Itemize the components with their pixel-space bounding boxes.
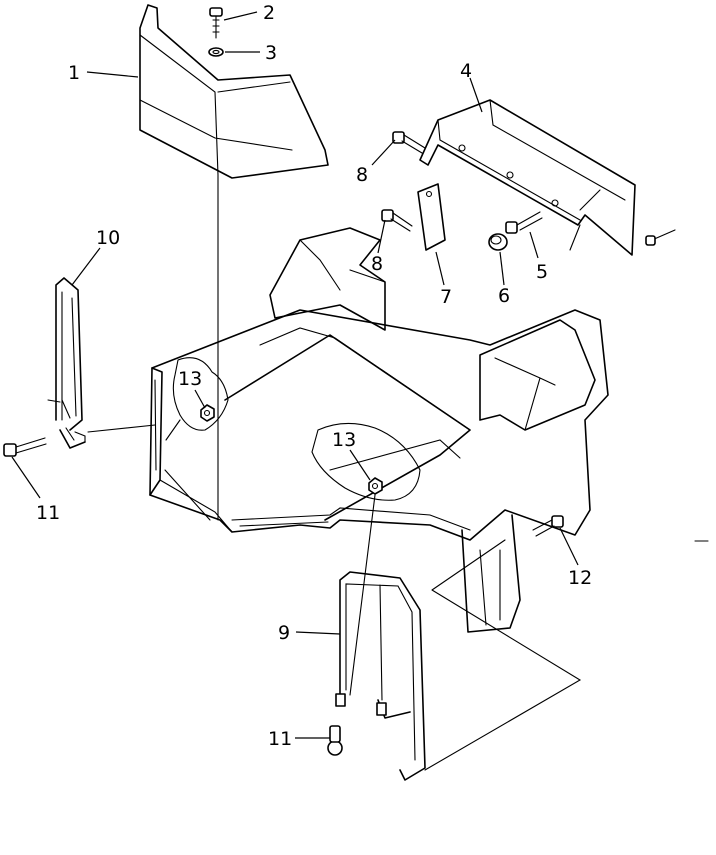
part-9-handrail-front xyxy=(335,571,426,781)
callout-8-upper: 8 xyxy=(356,164,368,186)
callout-1: 1 xyxy=(68,62,80,84)
callouts: 1 2 3 4 5 6 7 8 8 9 10 11 11 12 13 13 xyxy=(36,2,592,750)
floor-frame xyxy=(149,227,609,771)
callout-9: 9 xyxy=(278,622,290,644)
callout-13-left: 13 xyxy=(178,368,202,390)
leader-lines xyxy=(11,11,579,739)
callout-2: 2 xyxy=(263,2,275,24)
part-8-bolt-upper xyxy=(392,131,426,154)
callout-10: 10 xyxy=(96,227,120,249)
part-11-bolt-left xyxy=(3,437,47,457)
part-7-plate xyxy=(417,183,446,251)
part-1-cover xyxy=(139,4,329,521)
part-2-bolt xyxy=(209,7,223,39)
callout-8-lower: 8 xyxy=(371,253,383,275)
part-3-washer xyxy=(208,47,224,57)
callout-12: 12 xyxy=(568,567,592,589)
callout-4: 4 xyxy=(460,60,472,82)
part-10-handrail-left xyxy=(47,277,156,449)
callout-11-front: 11 xyxy=(268,728,292,750)
part-5-bolt xyxy=(505,211,543,234)
part-13-nut-right xyxy=(311,422,421,696)
part-11-bolt-front xyxy=(327,725,343,756)
part-13-nut-left xyxy=(165,357,229,441)
callout-5: 5 xyxy=(536,261,548,283)
bracket-side-bolt xyxy=(645,229,676,246)
callout-6: 6 xyxy=(498,285,510,307)
callout-7: 7 xyxy=(440,286,452,308)
part-12-bolt xyxy=(532,515,564,537)
callout-11-left: 11 xyxy=(36,502,60,524)
callout-13-right: 13 xyxy=(332,429,356,451)
callout-3: 3 xyxy=(265,42,277,64)
part-4-bracket xyxy=(419,99,636,256)
part-8-bolt-lower xyxy=(381,209,413,232)
part-6-plug xyxy=(488,233,508,251)
